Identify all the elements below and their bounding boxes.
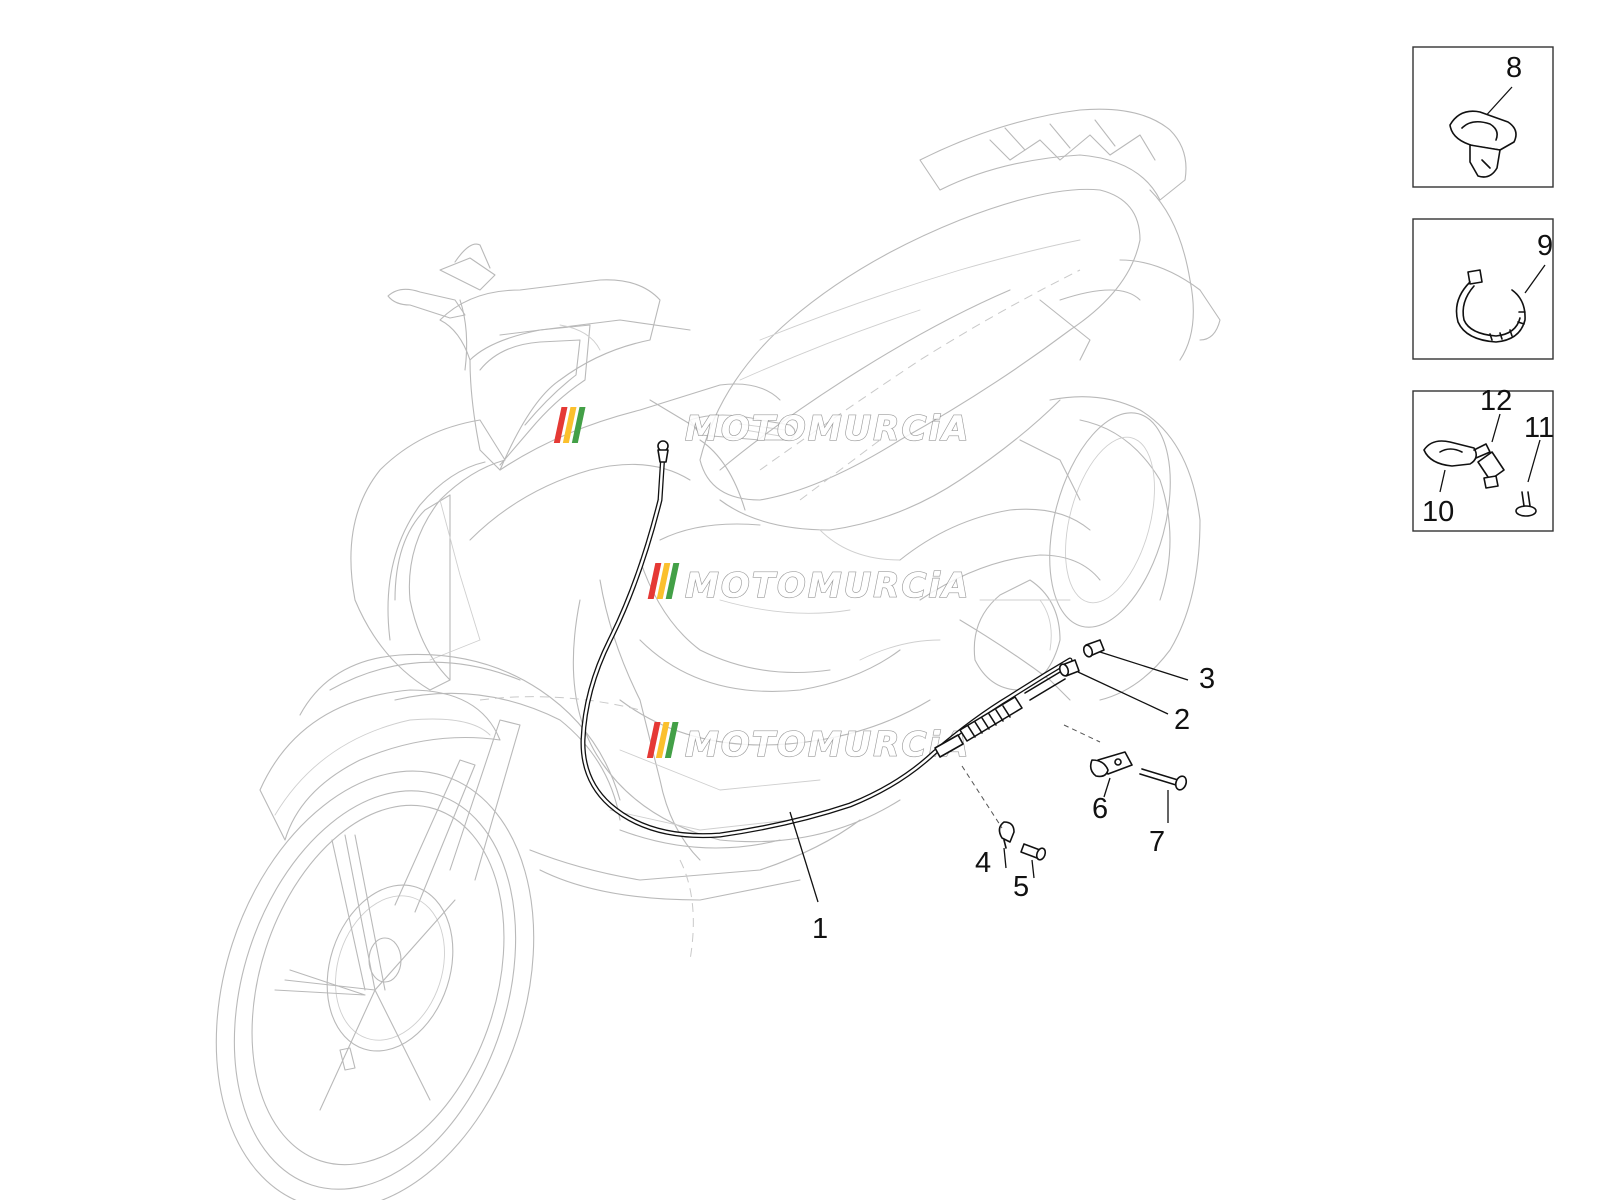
leader-5 — [1031, 859, 1035, 879]
watermark-text: MOTOMURCiA — [685, 725, 970, 765]
callout-10: 10 — [1422, 496, 1454, 528]
callout-6: 6 — [1092, 793, 1108, 825]
handlebar-outline — [387, 243, 796, 511]
part-3-nipple — [1082, 639, 1105, 658]
callout-labels: 1 2 3 4 5 6 7 — [812, 663, 1215, 945]
part-11-pushpin-drawing — [1515, 491, 1537, 517]
part-4-clip — [998, 821, 1015, 849]
front-fork-fender-outline — [259, 689, 521, 913]
watermark-text: MOTOMURCiA — [685, 566, 970, 606]
callout-12: 12 — [1480, 385, 1512, 417]
rear-engine-outline — [859, 289, 1201, 701]
leader-3 — [1099, 651, 1189, 681]
inset-box-9 — [1412, 218, 1554, 360]
callout-5: 5 — [1013, 871, 1029, 903]
part-8-clip-drawing — [1449, 110, 1517, 178]
watermark-3: MOTOMURCiA — [646, 722, 970, 766]
leader-6 — [1103, 777, 1111, 798]
leader-9 — [1524, 264, 1546, 294]
callout-11: 11 — [1524, 412, 1554, 444]
part-5-screw — [1020, 843, 1047, 861]
leader-4 — [1003, 847, 1007, 869]
part-7-screw — [1139, 768, 1188, 791]
cable-part-1 — [580, 440, 1073, 839]
callout-8: 8 — [1506, 52, 1522, 84]
callout-1: 1 — [812, 913, 828, 945]
part-2-adjuster — [1058, 659, 1080, 677]
inset-part-9: 9 — [1412, 218, 1554, 360]
leader-12 — [1491, 413, 1501, 443]
leader-10 — [1439, 469, 1446, 493]
leader-11 — [1527, 439, 1541, 483]
part-10-clip-drawing — [1423, 440, 1491, 467]
callout-7: 7 — [1149, 826, 1165, 858]
leader-lines — [789, 651, 1189, 903]
watermark-1: MOTOMURCiA — [553, 407, 970, 450]
callout-2: 2 — [1174, 704, 1190, 736]
watermark-2: MOTOMURCiA — [647, 563, 970, 607]
part-12-drawing — [1477, 451, 1505, 489]
inset-parts-10-12: 12 11 10 — [1412, 385, 1554, 532]
watermark-text: MOTOMURCiA — [685, 409, 970, 449]
rear-rack-outline — [919, 108, 1221, 361]
assembly-guide-line — [1063, 724, 1101, 743]
part-9-cable-tie-drawing — [1455, 269, 1526, 343]
leader-2 — [1077, 671, 1169, 715]
callout-9: 9 — [1537, 230, 1553, 262]
seat-outline — [699, 188, 1141, 561]
part-6-bracket — [1089, 751, 1133, 778]
front-cowl-outline — [439, 279, 691, 471]
front-wheel-outline — [215, 770, 535, 1200]
front-shield-outline — [299, 419, 621, 821]
scooter-ghost-outline — [215, 108, 1221, 1200]
assembly-guide-line — [961, 765, 1003, 829]
callout-3: 3 — [1199, 663, 1215, 695]
callout-4: 4 — [975, 847, 991, 879]
leader-1 — [789, 811, 819, 903]
inset-part-8: 8 — [1412, 46, 1554, 188]
